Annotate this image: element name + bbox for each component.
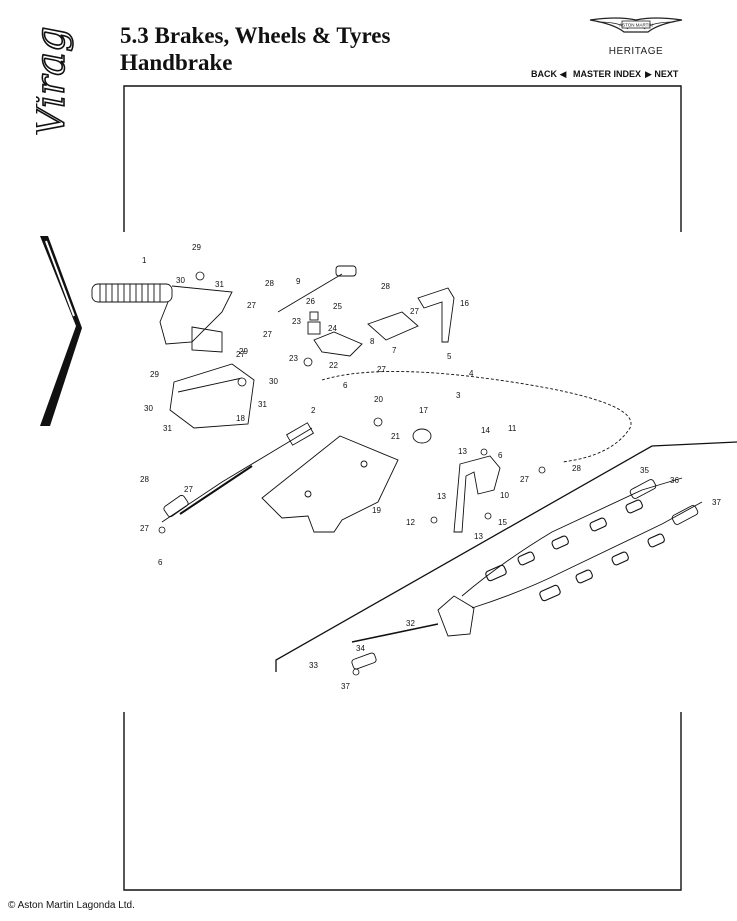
callout-label: 13 — [474, 532, 483, 541]
callout-label: 15 — [498, 518, 507, 527]
callout-label: 19 — [372, 506, 381, 515]
brand-logo-text: ASTON MARTIN — [619, 23, 653, 28]
callout-label: 27 — [236, 350, 245, 359]
callout-label: 27 — [410, 307, 419, 316]
callout-label: 13 — [437, 492, 446, 501]
virage-logo: Virage — [36, 26, 82, 426]
callout-label: 6 — [158, 558, 163, 567]
page-title-section: 5.3 Brakes, Wheels & Tyres — [120, 23, 391, 48]
callout-label: 30 — [144, 404, 153, 413]
callout-label: 27 — [520, 475, 529, 484]
callout-label: 23 — [289, 354, 298, 363]
callout-label: 27 — [184, 485, 193, 494]
callout-label: 28 — [265, 279, 274, 288]
callout-label: 27 — [263, 330, 272, 339]
callout-label: 29 — [192, 243, 201, 252]
callout-label: 7 — [392, 346, 397, 355]
callout-label: 12 — [406, 518, 415, 527]
back-link[interactable]: BACK ◀ — [531, 69, 567, 79]
callout-label: 27 — [377, 365, 386, 374]
callout-label: 37 — [712, 498, 721, 507]
callout-label: 31 — [163, 424, 172, 433]
callout-label: 6 — [343, 381, 348, 390]
callout-label: 11 — [508, 424, 517, 433]
callout-label: 8 — [370, 337, 375, 346]
callout-label: 32 — [406, 619, 415, 628]
callout-label: 23 — [292, 317, 301, 326]
handbrake-exploded-diagram — [91, 265, 737, 676]
next-link[interactable]: ▶ NEXT — [645, 69, 679, 79]
virage-logo-text: Virage — [36, 26, 74, 136]
callout-label: 29 — [150, 370, 159, 379]
callout-label: 20 — [374, 395, 383, 404]
callout-label: 28 — [140, 475, 149, 484]
callout-label: 36 — [670, 476, 679, 485]
callout-label: 29 — [239, 347, 248, 356]
callout-label: 5 — [447, 352, 452, 361]
callout-label: 27 — [140, 524, 149, 533]
callout-label: 3 — [456, 391, 461, 400]
callout-label: 14 — [481, 426, 490, 435]
copyright-footer: © Aston Martin Lagonda Ltd. — [8, 900, 135, 911]
callout-label: 28 — [572, 464, 581, 473]
page-title-subject: Handbrake — [120, 50, 233, 75]
callout-label: 4 — [469, 369, 474, 378]
aston-martin-wings-logo: ASTON MARTIN — [589, 17, 683, 33]
callout-label: 35 — [640, 466, 649, 475]
callout-label: 16 — [460, 299, 469, 308]
master-index-link[interactable]: MASTER INDEX — [573, 69, 642, 79]
callout-label: 30 — [176, 276, 185, 285]
callout-label: 21 — [391, 432, 400, 441]
callout-label: 18 — [236, 414, 245, 423]
callout-label: 6 — [498, 451, 503, 460]
callout-label: 33 — [309, 661, 318, 670]
callout-label: 25 — [333, 302, 342, 311]
callout-label: 13 — [458, 447, 467, 456]
callout-label: 10 — [500, 491, 509, 500]
callout-label: 22 — [329, 361, 338, 370]
callout-label: 2 — [311, 406, 316, 415]
brand-subtitle: HERITAGE — [608, 46, 664, 57]
page-title: 5.3 Brakes, Wheels & Tyres Handbrake — [120, 22, 390, 76]
callout-label: 34 — [356, 644, 365, 653]
callout-label: 28 — [381, 282, 390, 291]
callout-label: 37 — [341, 682, 350, 691]
callout-label: 24 — [328, 324, 337, 333]
callout-label: 31 — [215, 280, 224, 289]
callout-label: 30 — [269, 377, 278, 386]
callout-label: 9 — [296, 277, 301, 286]
callout-label: 17 — [419, 406, 428, 415]
callout-label: 31 — [258, 400, 267, 409]
callout-label: 1 — [142, 256, 147, 265]
callout-label: 26 — [306, 297, 315, 306]
callout-label: 27 — [247, 301, 256, 310]
